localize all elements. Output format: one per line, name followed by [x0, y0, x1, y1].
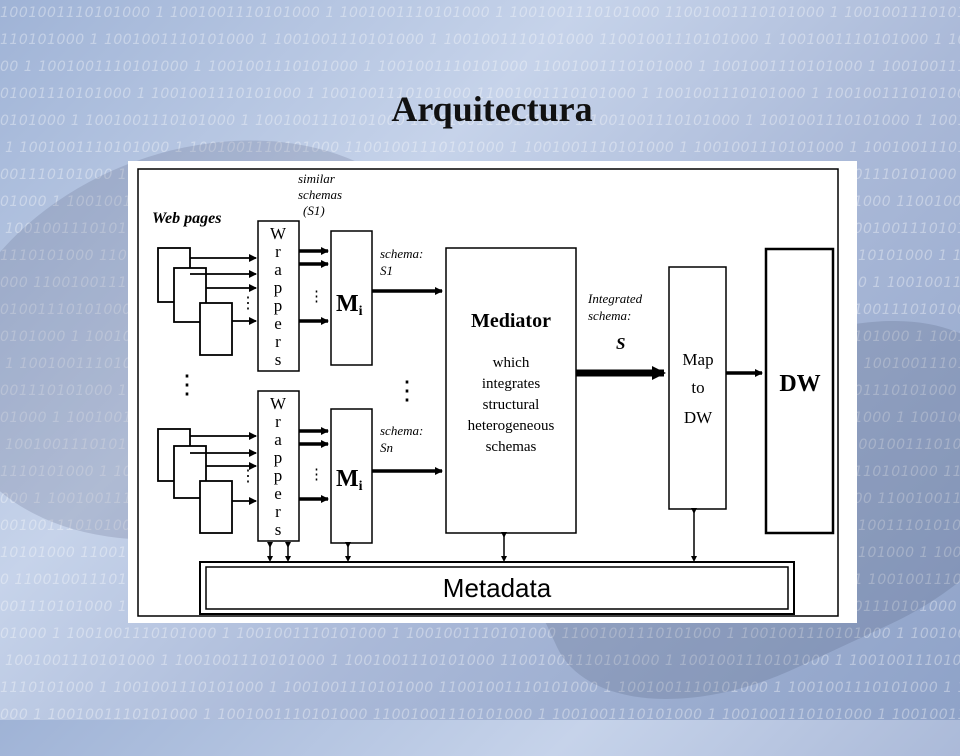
ellipsis-dots: ⋮ [394, 376, 420, 405]
wrappers-label-top: W r a p p e r s [270, 224, 287, 369]
wrappers-box-bottom [257, 390, 300, 542]
svg-text:r: r [275, 332, 281, 351]
svg-text:r: r [275, 502, 281, 521]
wrapper-to-mi-arrows-top [299, 247, 329, 325]
wrappers-label-bottom: W r a p p e r s [270, 394, 287, 539]
web-page-icon [173, 267, 207, 323]
svg-text:s: s [275, 520, 282, 539]
integrated-schema-symbol: S [616, 334, 625, 353]
dw-box [764, 247, 835, 535]
ellipsis-dots: ⋮ [240, 295, 256, 312]
web-pages-group-bottom [157, 428, 233, 534]
ellipsis-dots: ⋮ [309, 289, 324, 305]
slide-title: Arquitectura [391, 89, 593, 129]
svg-text:r: r [275, 242, 281, 261]
svg-text:W: W [270, 394, 287, 413]
integrated-schema-label: Integrated schema: [587, 291, 643, 323]
schema-sn-symbol: Sn [380, 440, 393, 455]
ellipsis-dots: ⋮ [309, 467, 324, 483]
dw-label: DW [779, 371, 820, 397]
svg-text:p: p [274, 448, 283, 467]
svg-text:structural: structural [483, 397, 540, 413]
svg-text:schemas: schemas [298, 187, 342, 202]
svg-text:a: a [274, 260, 282, 279]
mediator-title: Mediator [471, 310, 551, 332]
metadata-box-inner [205, 566, 789, 610]
wrappers-box-top [257, 220, 300, 372]
mediator-description: which integrates structural heterogeneou… [468, 355, 555, 455]
svg-text:a: a [274, 430, 282, 449]
svg-text:s: s [275, 350, 282, 369]
pages-to-wrapper-arrows-bottom [190, 432, 257, 505]
similar-schemas-label: similar schemas (S1) [298, 171, 342, 218]
svg-text:p: p [274, 466, 283, 485]
schema-s1-caption: schema: [380, 246, 423, 261]
svg-text:similar: similar [298, 171, 336, 186]
web-pages-label: Web pages [152, 210, 221, 227]
ellipsis-dots: ⋮ [174, 370, 200, 399]
svg-text:Map: Map [682, 350, 713, 369]
metadata-label: Metadata [443, 573, 552, 603]
svg-text:r: r [275, 412, 281, 431]
svg-text:integrates: integrates [482, 376, 540, 392]
svg-text:e: e [274, 484, 282, 503]
svg-text:e: e [274, 314, 282, 333]
map-to-dw-label: Map to DW [682, 350, 713, 427]
schema-s1-symbol: S1 [380, 263, 393, 278]
mi-box-bottom [330, 408, 373, 544]
svg-text:Integrated: Integrated [587, 291, 643, 306]
mi-label-bottom: Mi [336, 466, 363, 494]
pages-to-wrapper-arrows-top [190, 254, 257, 325]
svg-text:DW: DW [684, 408, 713, 427]
svg-text:to: to [691, 378, 704, 397]
map-to-dw-box [668, 266, 727, 510]
svg-text:schema:: schema: [588, 308, 631, 323]
ellipsis-dots: ⋮ [240, 468, 256, 485]
svg-text:W: W [270, 224, 287, 243]
web-pages-group-top [157, 247, 233, 356]
web-page-icon [199, 302, 233, 356]
wrapper-to-mi-arrows-bottom [299, 427, 329, 503]
architecture-diagram: Web pages similar schemas (S1) ⋮ ⋮ ⋮ W r [128, 161, 857, 623]
svg-text:schemas: schemas [486, 439, 537, 455]
svg-text:p: p [274, 278, 283, 297]
web-page-icon [199, 480, 233, 534]
mediator-box [445, 247, 577, 534]
mi-label-top: Mi [336, 291, 363, 319]
schema-sn-caption: schema: [380, 423, 423, 438]
svg-text:p: p [274, 296, 283, 315]
svg-text:heterogeneous: heterogeneous [468, 418, 555, 434]
svg-text:which: which [493, 355, 530, 371]
svg-text:(S1): (S1) [303, 203, 325, 218]
mi-box-top [330, 230, 373, 366]
metadata-connectors [267, 508, 697, 562]
diagram-frame [137, 168, 839, 617]
